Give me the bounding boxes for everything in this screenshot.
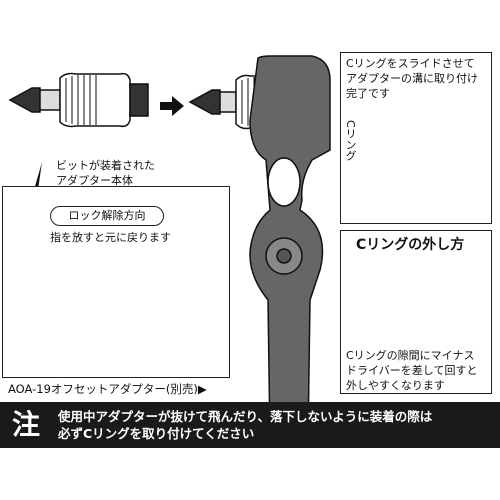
caution-mark: 注 — [11, 408, 40, 441]
adapter-with-bit-left — [8, 72, 149, 128]
release-note: 指を放すと元に戻ります — [50, 231, 171, 244]
offset-wrench — [249, 55, 331, 441]
product-ref-label: AOA-19オフセットアダプター(別売)▶ — [8, 382, 207, 396]
c-ring-instruction-panel — [340, 52, 492, 224]
lock-release-badge: ロック解除方向 — [50, 206, 164, 226]
removal-note: Cリングの隙間にマイナス ドライバーを差して回すと 外しやすくなります — [346, 349, 478, 392]
caution-banner: 注 使用中アダプターが抜けて飛んだり、落下しないように装着の際は 必ずCリングを… — [0, 402, 500, 448]
removal-title: Cリングの外し方 — [356, 237, 465, 253]
arrow-right-icon — [160, 96, 184, 116]
caution-text: 使用中アダプターが抜けて飛んだり、落下しないように装着の際は 必ずCリングを取り… — [58, 409, 433, 441]
c-ring-removal-panel — [340, 230, 492, 394]
slide-instruction: Cリングをスライドさせて アダプターの溝に取り付け 完了です — [346, 57, 478, 100]
bit-adapter-label: ビットが装着された アダプター本体 — [56, 159, 155, 187]
c-ring-side-label: Cリング — [344, 120, 357, 161]
